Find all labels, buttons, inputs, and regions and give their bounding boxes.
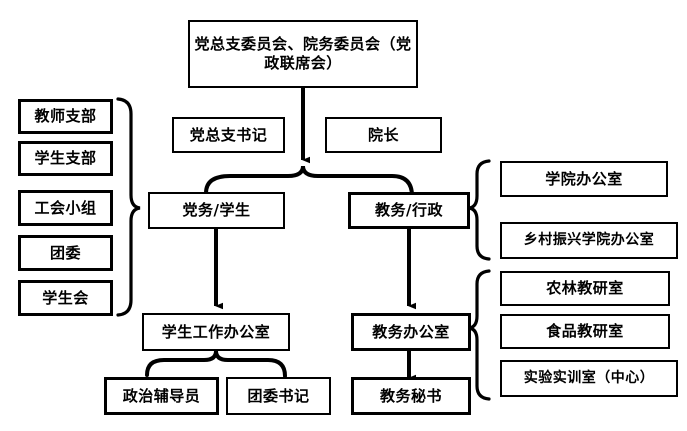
node-student-work-office[interactable]: 学生工作办公室 — [142, 313, 290, 351]
left-group-item-2[interactable]: 工会小组 — [18, 190, 113, 226]
right-lower-group-item-2[interactable]: 实验实训室（中心） — [500, 360, 678, 397]
node-academic-admin[interactable]: 教务/行政 — [348, 192, 470, 229]
left-group-item-4[interactable]: 学生会 — [18, 280, 113, 316]
left-group-item-3-label: 团委 — [49, 243, 81, 262]
right-upper-group-item-1-label: 乡村振兴学院办公室 — [523, 231, 655, 248]
left-group-item-4-label: 学生会 — [42, 288, 89, 307]
brace-left-group — [116, 97, 141, 317]
node-party-student-affairs[interactable]: 党务/学生 — [148, 192, 285, 229]
node-top-committee-label: 党总支委员会、院务委员会（党政联席会） — [194, 35, 412, 72]
node-dean[interactable]: 院长 — [325, 117, 442, 153]
node-academic-affairs-office-label: 教务办公室 — [372, 322, 450, 341]
right-upper-group-item-0[interactable]: 学院办公室 — [500, 161, 668, 197]
brace-right-upper-group — [468, 159, 491, 261]
node-top-committee[interactable]: 党总支委员会、院务委员会（党政联席会） — [188, 20, 418, 88]
right-lower-group-item-0-label: 农林教研室 — [546, 279, 624, 298]
right-lower-group-item-0[interactable]: 农林教研室 — [500, 271, 670, 306]
left-group-item-2-label: 工会小组 — [34, 198, 97, 217]
node-academic-admin-label: 教务/行政 — [375, 201, 443, 220]
node-political-counselor[interactable]: 政治辅导员 — [104, 377, 219, 415]
left-group-item-0[interactable]: 教师支部 — [18, 99, 113, 134]
node-academic-secretary[interactable]: 教务秘书 — [351, 377, 471, 415]
brace-right-lower-group — [468, 269, 491, 401]
node-youth-league-secretary[interactable]: 团委书记 — [226, 377, 331, 415]
node-student-work-office-label: 学生工作办公室 — [161, 322, 271, 341]
left-group-item-1[interactable]: 学生支部 — [18, 141, 113, 176]
node-academic-secretary-label: 教务秘书 — [379, 386, 442, 405]
left-group-item-3[interactable]: 团委 — [18, 235, 113, 271]
left-group-item-0-label: 教师支部 — [34, 107, 97, 126]
right-lower-group-item-1-label: 食品教研室 — [546, 322, 624, 341]
node-academic-affairs-office[interactable]: 教务办公室 — [351, 313, 471, 351]
brace-student-office-children — [145, 350, 287, 378]
node-party-secretary-label: 党总支书记 — [189, 125, 268, 144]
node-political-counselor-label: 政治辅导员 — [122, 386, 201, 405]
left-group-item-1-label: 学生支部 — [34, 149, 97, 168]
right-upper-group-item-1[interactable]: 乡村振兴学院办公室 — [500, 222, 678, 259]
right-upper-group-item-0-label: 学院办公室 — [545, 169, 623, 188]
node-youth-league-secretary-label: 团委书记 — [247, 386, 310, 405]
node-dean-label: 院长 — [367, 125, 399, 144]
node-party-secretary[interactable]: 党总支书记 — [172, 117, 285, 153]
right-lower-group-item-2-label: 实验实训室（中心） — [523, 369, 655, 386]
node-party-student-affairs-label: 党务/学生 — [182, 201, 251, 220]
right-lower-group-item-1[interactable]: 食品教研室 — [500, 314, 670, 349]
